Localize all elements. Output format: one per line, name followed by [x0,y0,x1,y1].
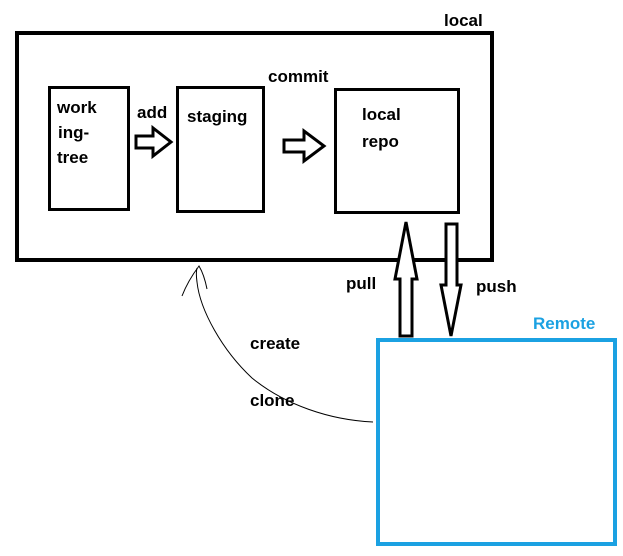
commit-label: commit [268,67,329,86]
remote-box [376,338,617,546]
working-tree-box [48,86,130,211]
working-tree-label: work ing- tree [57,95,97,170]
local-repo-label: local repo [362,102,401,154]
clone-label: clone [250,391,295,410]
staging-label: staging [187,107,248,126]
add-arrow [134,124,174,160]
local-repo-box [334,88,460,214]
local-repo-line-2: repo [362,132,399,151]
staging-box [176,86,265,213]
local-title: local [444,11,483,30]
local-repo-line-1: local [362,105,401,124]
clone-curve [195,267,374,423]
add-label: add [137,103,168,122]
local-container [15,31,494,262]
pull-label: pull [346,274,377,293]
push-arrow [439,222,463,337]
push-label: push [476,277,517,296]
commit-arrow [282,128,327,164]
remote-title: Remote [533,314,596,333]
working-tree-line-1: work [57,98,97,117]
create-label: create [250,334,301,353]
pull-arrow [393,221,419,338]
working-tree-line-2: ing- [58,123,90,142]
working-tree-line-3: tree [57,148,89,167]
clone-arrowhead [181,265,208,297]
